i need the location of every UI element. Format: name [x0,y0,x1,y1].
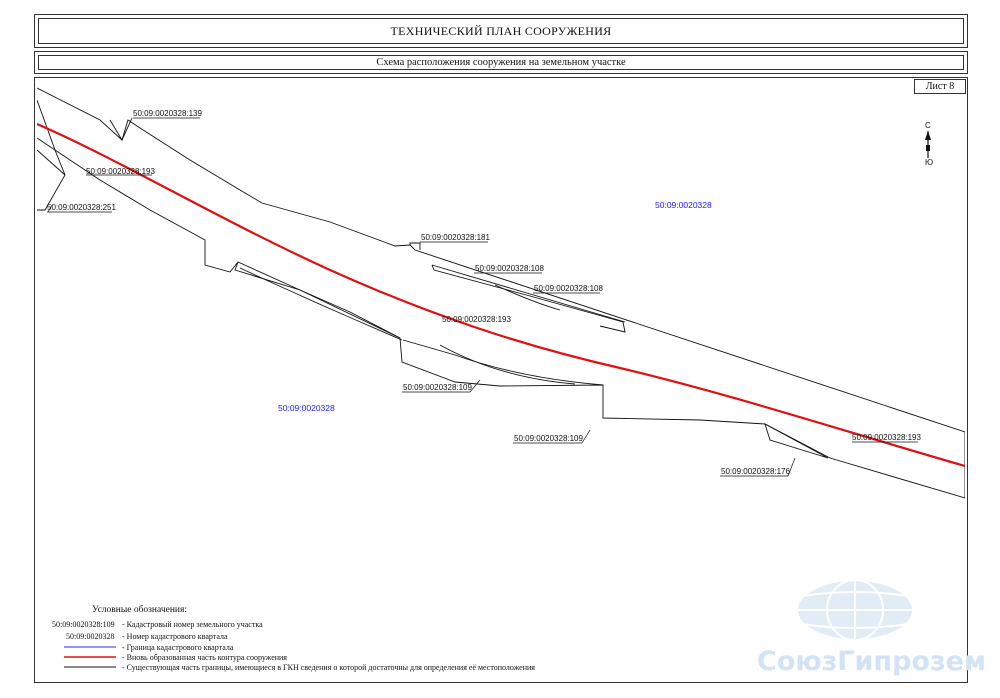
legend-sample-quarter: 50:09:0020328 [66,632,114,641]
parcel-label-193-a: 50:09:0020328:193 [86,167,156,176]
svg-text:С: С [925,121,931,130]
svg-text:Ю: Ю [925,158,933,167]
legend: Условные обозначения: 50:09:0020328:109 … [52,604,535,672]
legend-item-quarter: - Номер кадастрового квартала [122,632,228,641]
boundary-parcel-108 [431,264,626,333]
watermark-text: СоюзГипрозем [757,646,986,677]
parcel-label-109-a: 50:09:0020328:109 [403,383,473,392]
boundary-parcel-181 [409,242,421,250]
parcel-label-108-a: 50:09:0020328:108 [475,264,545,273]
structure-contour-line [37,122,965,468]
boundary-parcel-139 [109,117,133,141]
parcel-label-251: 50:09:0020328:251 [47,203,117,212]
quarter-label-top: 50:09:0020328 [655,200,712,210]
parcel-label-109-b: 50:09:0020328:109 [514,434,584,443]
parcel-label-193-c: 50:09:0020328:193 [852,433,922,442]
parcel-label-108-b: 50:09:0020328:108 [534,284,604,293]
legend-item-structure: - Вновь образованная часть контура соору… [122,653,287,662]
legend-item-parcel: - Кадастровый номер земельного участка [122,620,263,629]
quarter-label-bottom: 50:09:0020328 [278,403,335,413]
legend-item-quarter-boundary: - Граница кадастрового квартала [122,643,234,652]
sheet-number: Лист 8 [914,79,966,94]
boundary-parcel-251 [37,99,66,211]
parcel-label-193-b: 50:09:0020328:193 [442,315,512,324]
boundary-parcel-109-b [439,344,576,385]
document-title: ТЕХНИЧЕСКИЙ ПЛАН СООРУЖЕНИЯ [38,18,964,44]
parcel-label-176: 50:09:0020328:176 [721,467,791,476]
legend-item-existing-boundary: - Существующая часть границы, имеющиеся … [122,663,535,672]
leader-lines [47,117,918,477]
boundary-upper-left [37,87,965,433]
parcel-boundaries [37,87,965,499]
parcel-label-139: 50:09:0020328:139 [133,109,203,118]
subtitle-frame: Схема расположения сооружения на земельн… [34,51,968,74]
parcel-labels: 50:09:0020328:139 50:09:0020328:193 50:0… [47,109,922,476]
title-frame: ТЕХНИЧЕСКИЙ ПЛАН СООРУЖЕНИЯ [34,14,968,48]
boundary-parcel-109-a [234,261,401,339]
legend-title: Условные обозначения: [92,604,187,615]
document-subtitle: Схема расположения сооружения на земельн… [38,55,964,70]
map-frame [34,77,968,683]
globe-logo-icon [796,579,914,641]
boundary-parcel-176 [764,423,829,459]
legend-sample-parcel: 50:09:0020328:109 [52,620,115,629]
north-arrow-icon: С Ю [925,121,933,167]
parcel-label-181: 50:09:0020328:181 [421,233,491,242]
boundary-corridor-lower [37,137,965,499]
